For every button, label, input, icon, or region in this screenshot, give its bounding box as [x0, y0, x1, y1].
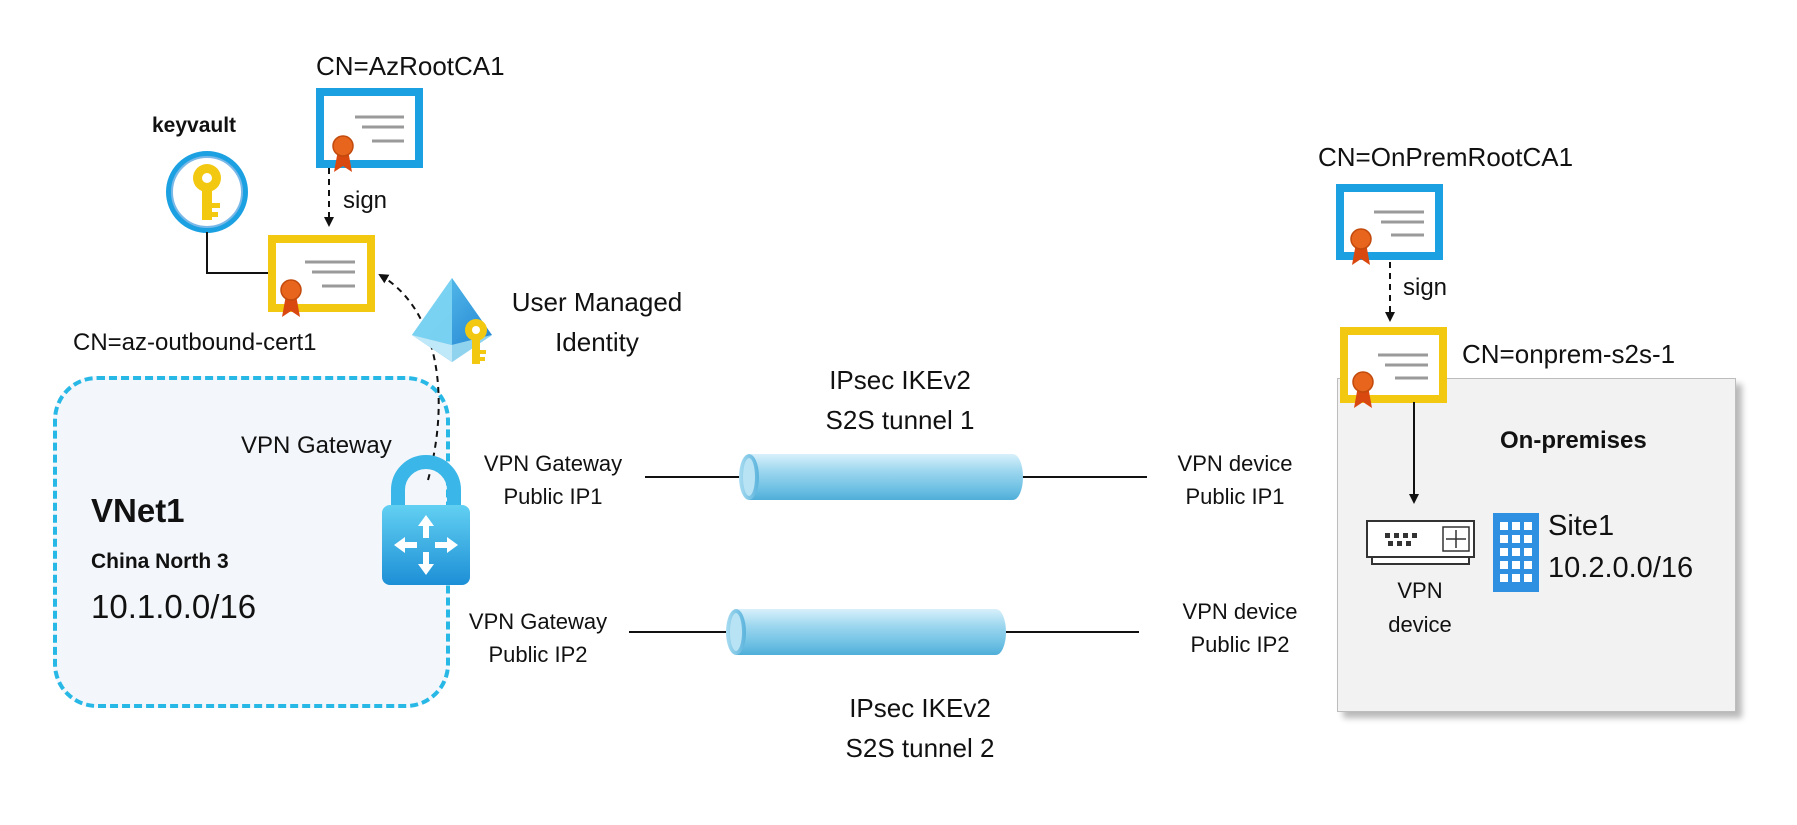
gateway-label: VPN Gateway — [241, 432, 392, 459]
vnet-name: VNet1 — [91, 492, 185, 529]
gw-ip2-line1: VPN Gateway — [468, 609, 608, 634]
vpn-device-label-line1: VPN — [1397, 578, 1443, 603]
dev-ip2-line1: VPN device — [1182, 599, 1298, 624]
gw-ip1-line1: VPN Gateway — [483, 451, 623, 476]
managed-identity-icon — [412, 278, 492, 364]
tunnel-2-icon — [726, 609, 1006, 655]
onprem-root-ca-label: CN=OnPremRootCA1 — [1318, 142, 1574, 172]
dev-ip1-line1: VPN device — [1177, 451, 1293, 476]
vpn-gateway-lock-icon — [382, 455, 470, 585]
tunnel-1-name: S2S tunnel 1 — [825, 405, 975, 435]
tunnel-1-protocol: IPsec IKEv2 — [829, 365, 971, 395]
onprem-leaf-cert-label: CN=onprem-s2s-1 — [1462, 339, 1676, 369]
onprem-title: On-premises — [1500, 427, 1647, 454]
onprem-sign-label: sign — [1403, 274, 1448, 301]
keyvault-icon — [166, 151, 248, 233]
dev-ip1-line2: Public IP1 — [1185, 484, 1285, 509]
gw-ip2-line2: Public IP2 — [488, 642, 588, 667]
az-root-ca-label: CN=AzRootCA1 — [316, 51, 505, 81]
site-name: Site1 — [1548, 510, 1615, 542]
tunnel-2-protocol: IPsec IKEv2 — [849, 693, 991, 723]
onprem-root-cert-icon — [1336, 184, 1443, 265]
site-address-space: 10.2.0.0/16 — [1548, 552, 1694, 584]
onprem-leaf-cert-icon — [1340, 327, 1447, 408]
az-leaf-cert-icon — [268, 235, 375, 317]
tunnel-2-name: S2S tunnel 2 — [845, 733, 995, 763]
keyvault-label: keyvault — [152, 114, 237, 137]
az-sign-label: sign — [343, 187, 388, 214]
dev-ip2-line2: Public IP2 — [1190, 632, 1290, 657]
gw-ip1-line2: Public IP1 — [503, 484, 603, 509]
az-root-cert-icon — [316, 88, 423, 172]
vpn-device-label-line2: device — [1388, 612, 1452, 637]
az-leaf-cert-label: CN=az-outbound-cert1 — [73, 329, 317, 356]
vnet-region: China North 3 — [91, 550, 229, 573]
keyvault-connector — [206, 232, 272, 274]
vpn-device-icon — [1366, 520, 1475, 565]
identity-access-arrow — [378, 273, 440, 481]
building-icon — [1493, 513, 1539, 592]
tunnel-1-icon — [739, 454, 1023, 500]
identity-label-line2: Identity — [555, 327, 639, 357]
vnet-address-space: 10.1.0.0/16 — [91, 588, 257, 625]
identity-label-line1: User Managed — [511, 287, 683, 317]
